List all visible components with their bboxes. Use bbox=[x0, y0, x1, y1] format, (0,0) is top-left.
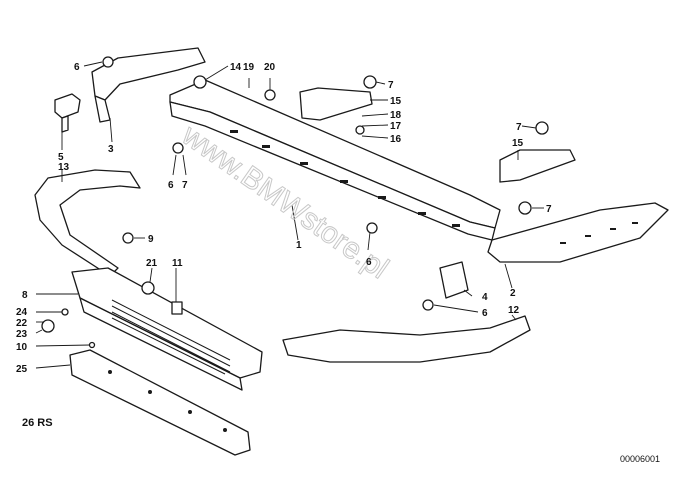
callout-22[interactable]: 22 bbox=[16, 318, 28, 329]
callout-10[interactable]: 10 bbox=[16, 342, 28, 353]
right-mount-bracket-15 bbox=[299, 87, 576, 183]
callout-6-center[interactable]: 6 bbox=[168, 180, 174, 191]
callout-7-top[interactable]: 7 bbox=[388, 80, 394, 91]
callout-5[interactable]: 5 bbox=[58, 152, 64, 163]
callout-3[interactable]: 3 bbox=[108, 144, 114, 155]
callout-11[interactable]: 11 bbox=[172, 258, 183, 269]
callout-7-corner[interactable]: 7 bbox=[546, 204, 552, 215]
leader-lines bbox=[35, 61, 544, 369]
callout-17[interactable]: 17 bbox=[390, 121, 402, 132]
bracket-part-4 bbox=[439, 261, 469, 299]
callout-20[interactable]: 20 bbox=[264, 62, 276, 73]
document-number: 00006001 bbox=[620, 454, 660, 464]
grille-panel bbox=[71, 267, 263, 391]
callout-7-right[interactable]: 7 bbox=[516, 122, 522, 133]
callout-6-right[interactable]: 6 bbox=[366, 257, 372, 268]
callout-21[interactable]: 21 bbox=[146, 258, 158, 269]
callout-4[interactable]: 4 bbox=[482, 292, 488, 303]
callout-16[interactable]: 16 bbox=[390, 134, 402, 145]
bumper-carrier-beam bbox=[169, 79, 501, 241]
callout-6-lower[interactable]: 6 bbox=[482, 308, 488, 319]
callout-25[interactable]: 25 bbox=[16, 364, 28, 375]
callout-7-center[interactable]: 7 bbox=[182, 180, 188, 191]
callout-18[interactable]: 18 bbox=[390, 110, 402, 121]
callout-15-top[interactable]: 15 bbox=[390, 96, 402, 107]
callout-6-top[interactable]: 6 bbox=[74, 62, 80, 73]
lower-support-bar bbox=[69, 349, 251, 456]
callout-1[interactable]: 1 bbox=[296, 240, 302, 251]
callout-15-right[interactable]: 15 bbox=[512, 138, 524, 149]
callout-13[interactable]: 13 bbox=[58, 162, 70, 173]
callout-24[interactable]: 24 bbox=[16, 307, 28, 318]
callout-labels: 1 2 3 4 5 6 6 6 6 7 7 7 7 8 9 10 11 12 1… bbox=[16, 62, 552, 375]
callout-12[interactable]: 12 bbox=[508, 305, 520, 316]
left-bumper-corner bbox=[34, 169, 141, 277]
right-bumper-corner bbox=[487, 202, 669, 263]
callout-2[interactable]: 2 bbox=[510, 288, 516, 299]
callout-8[interactable]: 8 bbox=[22, 290, 28, 301]
callout-23[interactable]: 23 bbox=[16, 329, 28, 340]
lower-trim-strip bbox=[282, 315, 531, 363]
legend-label: 26 RS bbox=[22, 417, 53, 429]
callout-14[interactable]: 14 bbox=[230, 62, 242, 73]
callout-9[interactable]: 9 bbox=[148, 234, 154, 245]
clip-part-5 bbox=[54, 93, 81, 133]
callout-19[interactable]: 19 bbox=[243, 62, 255, 73]
